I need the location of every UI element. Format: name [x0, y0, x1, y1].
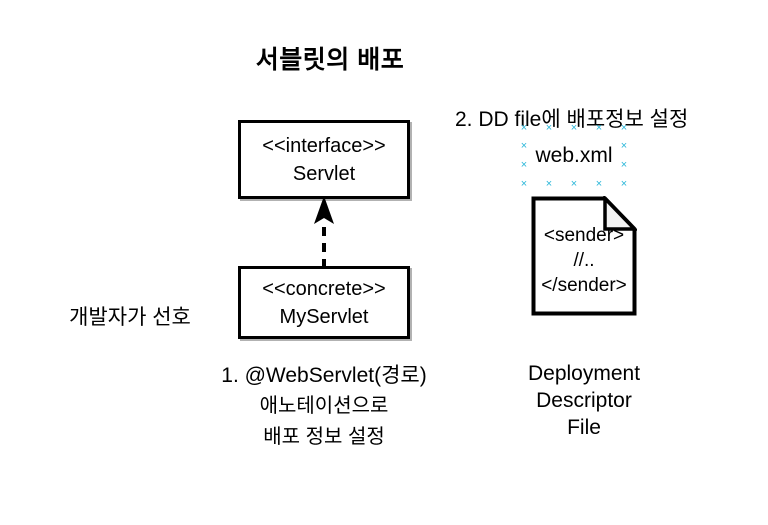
deployment-descriptor-document-shape[interactable] [531, 196, 637, 316]
dd-caption-line-1: Deployment [527, 362, 641, 385]
dd-section-heading: 2. DD file에 배포정보 설정 [455, 108, 689, 131]
page-title: 서블릿의 배포 [255, 46, 405, 74]
concrete-name-label: MyServlet [279, 305, 369, 328]
deployment-descriptor-caption: Deployment Descriptor File [489, 360, 679, 441]
annotation-note-line-3: 배포 정보 설정 [263, 426, 385, 448]
webxml-textbox-selection[interactable]: web.xml ×××××××××××××× [521, 122, 627, 189]
annotation-note-line-2: 애노테이션으로 [259, 395, 389, 417]
dd-caption-line-2: Descriptor [536, 389, 632, 412]
developer-preference-note: 개발자가 선호 [69, 306, 191, 329]
webxml-filename-label: web.xml [535, 144, 613, 167]
annotation-note-line-1: 1. @WebServlet(경로) [221, 364, 427, 387]
concrete-stereotype-label: <<concrete>> [262, 277, 386, 300]
interface-stereotype-label: <<interface>> [262, 134, 386, 157]
uml-concrete-box[interactable]: <<concrete>> MyServlet [238, 266, 410, 339]
dd-caption-line-3: File [567, 416, 601, 439]
uml-interface-box[interactable]: <<interface>> Servlet [238, 120, 410, 199]
realization-arrow [314, 196, 334, 268]
annotation-note: 1. @WebServlet(경로) 애노테이션으로 배포 정보 설정 [178, 360, 470, 453]
interface-name-label: Servlet [292, 162, 356, 185]
